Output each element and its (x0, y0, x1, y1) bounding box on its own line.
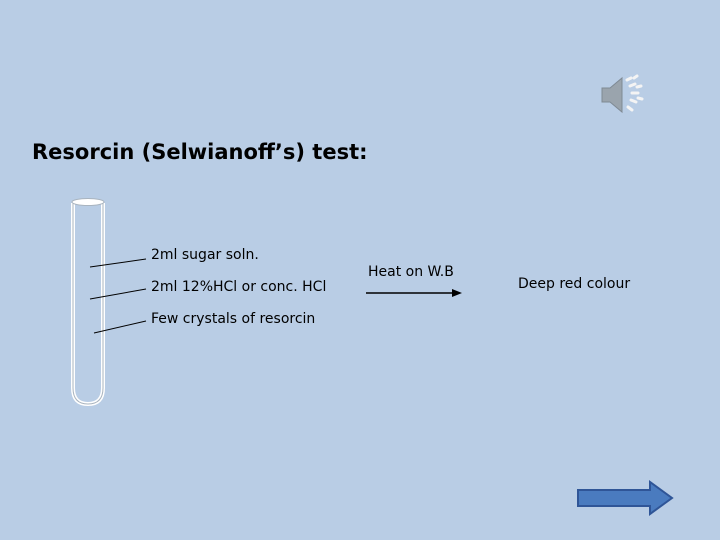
next-slide-button[interactable] (576, 480, 674, 516)
leader-line-sugar (89, 258, 147, 268)
reagent-resorcin-label: Few crystals of resorcin (151, 311, 316, 327)
slide-title: Resorcin (Selwianoff’s) test: (32, 140, 368, 164)
speaker-icon[interactable] (598, 70, 648, 120)
test-tube (71, 198, 105, 407)
right-arrow-icon (577, 480, 674, 516)
reaction-arrow (366, 289, 462, 297)
reagent-sugar-label: 2ml sugar soln. (151, 247, 259, 263)
leader-line-resorcin (93, 320, 147, 334)
leader-line-hcl (89, 288, 147, 300)
result-label: Deep red colour (518, 276, 631, 292)
reagent-hcl-label: 2ml 12%HCl or conc. HCl (151, 279, 327, 295)
condition-label: Heat on W.B (368, 264, 454, 280)
